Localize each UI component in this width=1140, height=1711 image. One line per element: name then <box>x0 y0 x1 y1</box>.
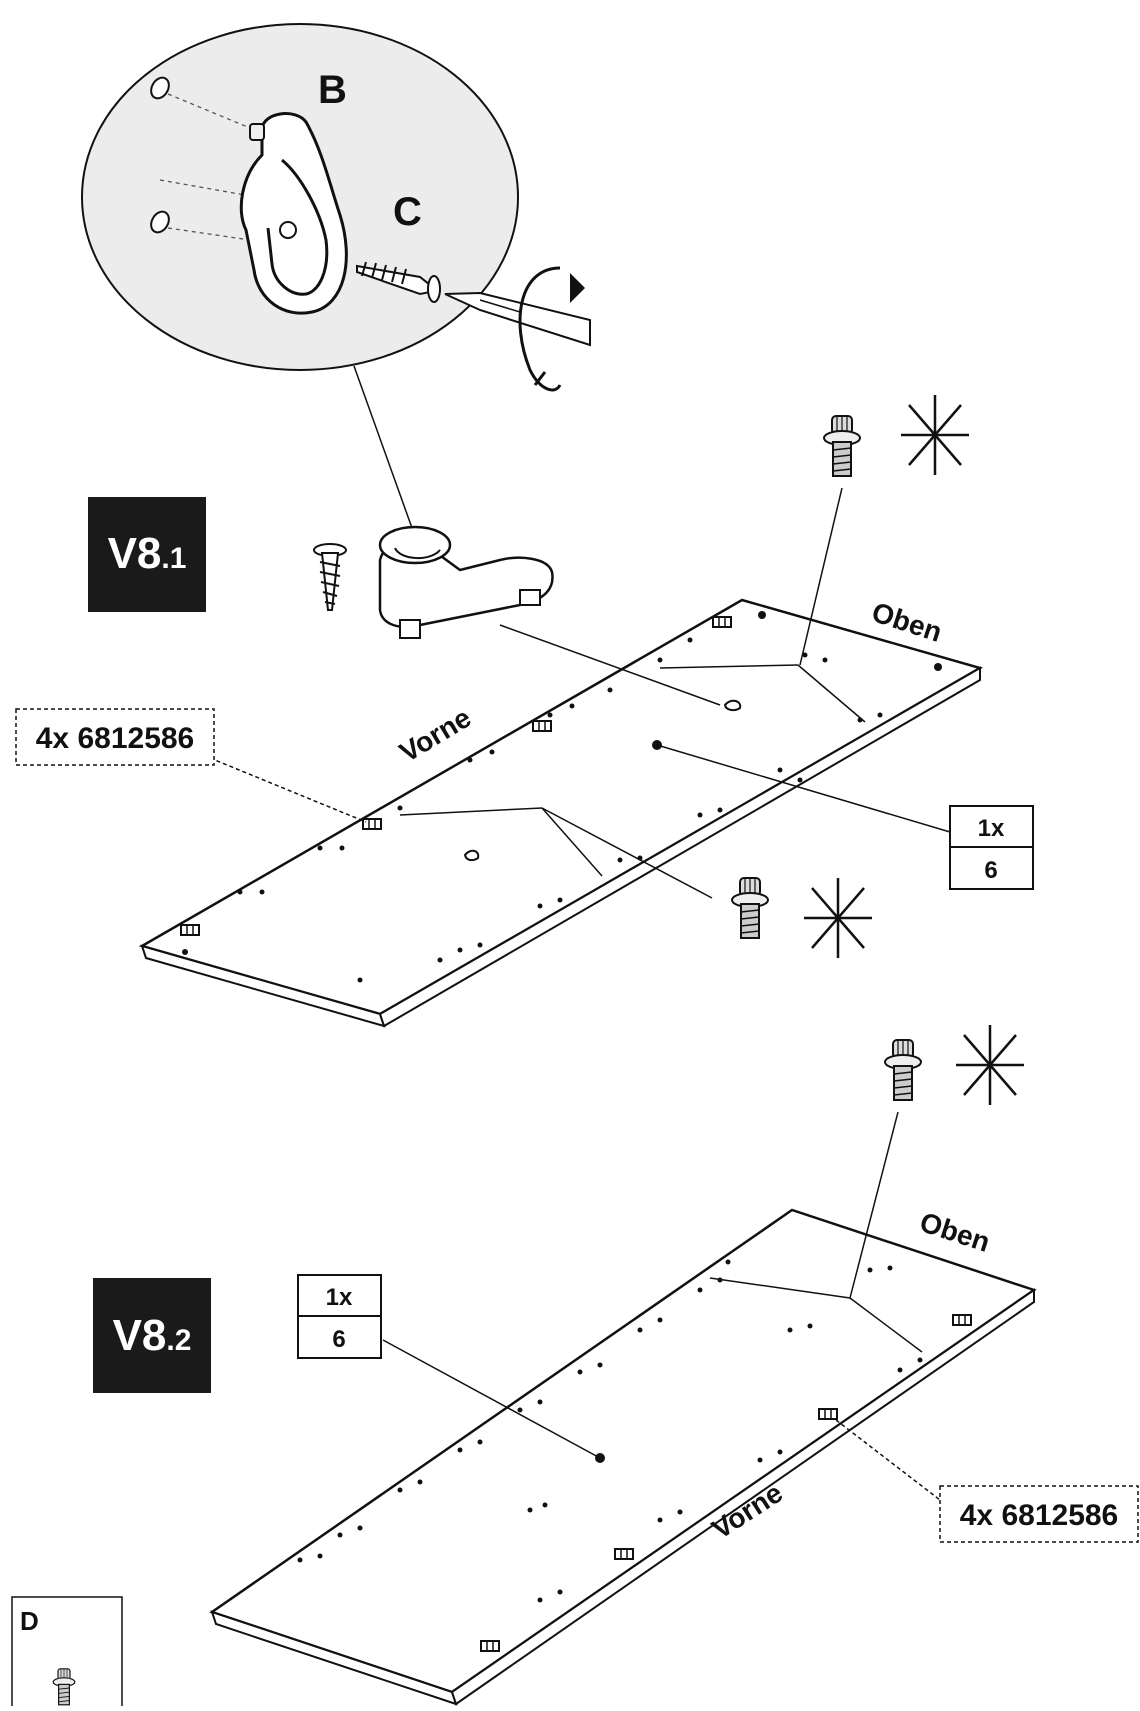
dowel-screw <box>731 877 769 939</box>
hinge-clip <box>712 616 732 628</box>
hinge-clip <box>818 1408 838 1420</box>
screw-box-qty: 1x <box>326 1284 353 1311</box>
hanger-bracket-illustration <box>239 112 348 315</box>
detail-label-b: B <box>318 68 347 112</box>
hanger-bracket-large <box>378 525 554 639</box>
dowel-screw <box>884 1039 922 1101</box>
label-front: Vorne <box>394 702 476 768</box>
detail-leader-line <box>353 365 413 529</box>
dowel-screw <box>823 415 861 477</box>
hinge-callout-text: 4x 6812586 <box>36 722 195 755</box>
screw-box-v8-1: 1x 6 <box>949 805 1034 890</box>
screwdriver-illustration <box>444 266 591 392</box>
hinge-clip <box>614 1548 634 1560</box>
hinge-callout-v8-2: 4x 6812586 <box>939 1485 1139 1543</box>
detail-magnifier: B C <box>81 23 591 392</box>
step-badge-v8-1 <box>88 497 206 612</box>
label-top: Oben <box>916 1206 994 1258</box>
asterisk-icon <box>954 1023 1026 1107</box>
screw-box-part: 6 <box>984 857 997 884</box>
detail-label-c: C <box>393 190 422 234</box>
asterisk-icon <box>802 876 874 960</box>
panel-v8-1: Oben Vorne <box>138 596 984 1028</box>
step-badge-v8-2-text: V8.2 <box>113 1311 192 1360</box>
screw-box-v8-2: 1x 6 <box>297 1274 382 1359</box>
legend-d: D <box>11 1596 123 1706</box>
step-badge-v8-2 <box>93 1278 211 1393</box>
wood-screw-small <box>313 543 347 611</box>
step-v8-1: V8.1 <box>15 393 1034 1028</box>
step-badge-v8-1-text: V8.1 <box>108 529 187 578</box>
hinge-clip <box>532 720 552 732</box>
dowel-screw <box>52 1668 76 1706</box>
asterisk-icon <box>899 393 971 477</box>
hinge-clip <box>952 1314 972 1326</box>
legend-d-label: D <box>20 1606 39 1636</box>
screw-box-part: 6 <box>332 1326 345 1353</box>
screw-c-illustration <box>356 261 441 303</box>
hinge-clip <box>480 1640 500 1652</box>
screw-box-qty: 1x <box>978 815 1005 842</box>
hinge-clip <box>362 818 382 830</box>
hinge-callout-v8-1: 4x 6812586 <box>15 708 215 766</box>
hinge-callout-text: 4x 6812586 <box>960 1499 1119 1532</box>
step-v8-2: V8.2 <box>93 1023 1139 1706</box>
hinge-clip <box>180 924 200 936</box>
